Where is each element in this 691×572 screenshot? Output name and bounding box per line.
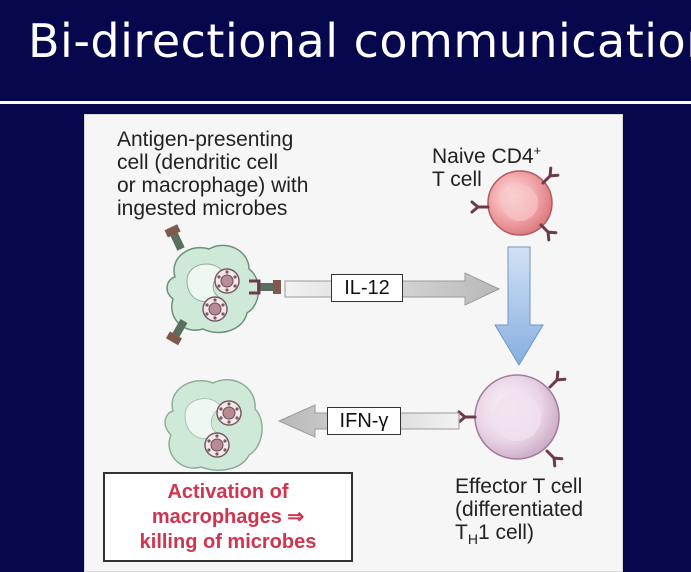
slide-title: Bi-directional communication <box>28 14 691 68</box>
apc-surface-molecules <box>164 224 281 346</box>
effector-t-cell-label: Effector T cell (differentiated TH1 cell… <box>455 475 583 551</box>
effector-label-line: (differentiated <box>455 498 584 521</box>
naive-label-line: T cell <box>432 168 482 191</box>
differentiation-arrow <box>494 246 544 366</box>
callout-line: killing of microbes <box>139 531 317 553</box>
il12-label: IL-12 <box>331 274 403 302</box>
apc-label-line: Antigen-presenting <box>117 128 294 151</box>
apc-label-line: or macrophage) with <box>117 174 309 197</box>
effector-label-line: Effector T cell <box>455 475 583 498</box>
diagram-figure: Antigen-presenting cell (dendritic cell … <box>84 114 623 572</box>
effector-th-letter: T <box>455 521 468 544</box>
effector-th-subscript: H <box>467 531 478 548</box>
callout-line: macrophages ⇒ <box>151 506 305 528</box>
apc-label: Antigen-presenting cell (dendritic cell … <box>117 128 308 220</box>
activated-macrophage <box>164 378 263 471</box>
naive-cd4-t-cell <box>487 170 553 236</box>
diagram-graphics <box>164 166 567 471</box>
effector-t-cell <box>474 374 560 460</box>
naive-label-line: Naive CD4 <box>432 145 534 168</box>
antigen-presenting-cell <box>166 244 260 334</box>
callout-line: Activation of <box>167 481 289 503</box>
apc-label-line: cell (dendritic cell <box>117 151 279 174</box>
effector-th-rest: 1 cell) <box>477 521 534 544</box>
title-divider <box>0 101 691 104</box>
ifng-label: IFN-γ <box>327 407 401 435</box>
macrophage-activation-callout: Activation of macrophages ⇒ killing of m… <box>103 472 353 562</box>
naive-label-superscript: + <box>533 143 542 158</box>
naive-t-cell-label: Naive CD4+ T cell <box>432 139 541 191</box>
apc-label-line: ingested microbes <box>117 197 288 220</box>
